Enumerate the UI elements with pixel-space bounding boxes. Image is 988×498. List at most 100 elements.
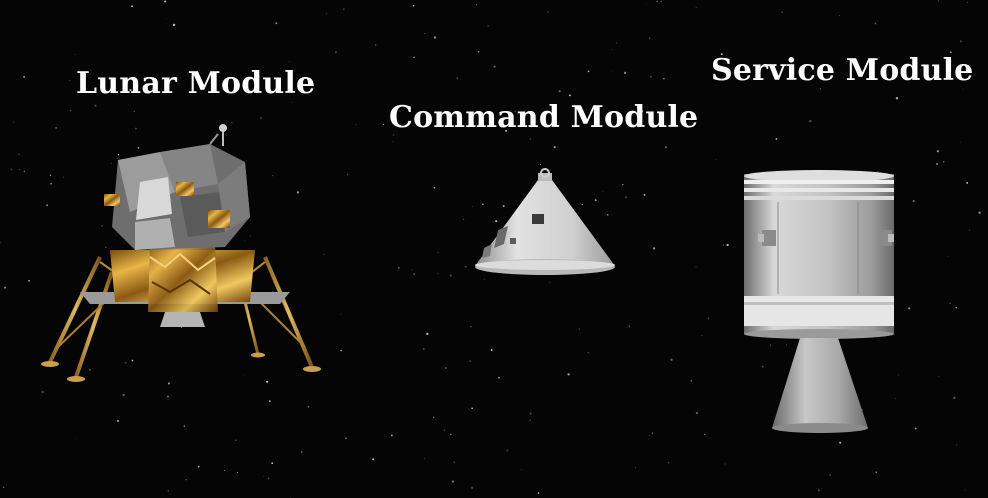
star <box>968 229 970 231</box>
star <box>185 479 187 481</box>
star <box>75 438 77 440</box>
star <box>529 419 531 421</box>
star <box>423 458 425 459</box>
star <box>49 174 52 176</box>
star <box>290 496 292 498</box>
star <box>817 489 820 492</box>
star <box>181 326 183 329</box>
star <box>602 191 604 192</box>
star <box>449 274 452 277</box>
star <box>413 273 416 275</box>
star <box>648 37 651 39</box>
star <box>726 243 729 247</box>
star <box>490 348 493 352</box>
star <box>334 51 337 54</box>
star <box>424 33 426 34</box>
star <box>628 325 630 327</box>
star <box>347 173 348 175</box>
star <box>962 88 964 89</box>
star <box>869 64 871 65</box>
star <box>478 124 480 126</box>
star <box>959 40 962 43</box>
star <box>540 164 541 165</box>
star <box>267 477 270 480</box>
star <box>949 302 951 304</box>
star <box>382 123 385 125</box>
star <box>877 171 879 173</box>
star <box>581 204 583 206</box>
star <box>723 79 725 81</box>
star <box>568 94 571 97</box>
star <box>953 396 956 399</box>
star <box>18 168 20 170</box>
star <box>69 80 71 81</box>
star <box>445 367 447 369</box>
star <box>529 412 532 415</box>
star <box>607 214 609 216</box>
star <box>94 104 97 107</box>
star <box>266 380 269 383</box>
star <box>695 266 697 268</box>
star <box>80 71 82 73</box>
star <box>464 265 467 268</box>
star <box>131 359 134 362</box>
star <box>399 110 401 112</box>
star <box>300 451 303 453</box>
command-module-label: Command Module <box>389 100 699 135</box>
star <box>451 480 454 483</box>
star <box>28 279 30 282</box>
star <box>521 469 523 471</box>
star <box>55 127 57 129</box>
star <box>623 71 627 75</box>
star <box>116 419 120 422</box>
star <box>167 490 169 492</box>
star <box>259 116 262 119</box>
star <box>529 138 532 140</box>
star <box>470 486 474 489</box>
star <box>167 382 170 385</box>
star <box>978 211 981 214</box>
star <box>0 241 1 244</box>
service-module-label: Service Module <box>711 53 974 88</box>
star <box>635 467 637 469</box>
star <box>875 471 877 473</box>
star <box>4 286 6 289</box>
star <box>938 376 940 377</box>
star <box>437 273 439 274</box>
star <box>839 441 842 444</box>
star <box>482 203 484 205</box>
star <box>537 492 540 494</box>
star <box>10 168 13 171</box>
star <box>695 6 697 8</box>
star <box>621 117 624 119</box>
star <box>477 51 480 53</box>
star <box>41 390 44 394</box>
star <box>344 437 347 440</box>
star <box>670 358 673 361</box>
star <box>69 110 71 111</box>
star <box>622 184 624 186</box>
star <box>116 94 118 96</box>
star <box>656 0 658 3</box>
star <box>649 434 651 436</box>
star <box>502 204 505 208</box>
star <box>146 82 148 84</box>
star <box>487 25 489 27</box>
star <box>895 97 899 100</box>
star <box>723 244 725 246</box>
star <box>23 170 26 173</box>
star <box>724 463 726 465</box>
star <box>786 344 787 346</box>
star <box>558 90 561 93</box>
star <box>296 191 300 194</box>
star <box>422 348 425 350</box>
star <box>660 0 662 2</box>
star <box>640 110 644 113</box>
command-module-illustration <box>475 168 615 275</box>
star <box>449 433 452 436</box>
star <box>197 465 200 468</box>
star <box>615 42 618 44</box>
star <box>340 349 342 352</box>
star <box>289 61 290 63</box>
